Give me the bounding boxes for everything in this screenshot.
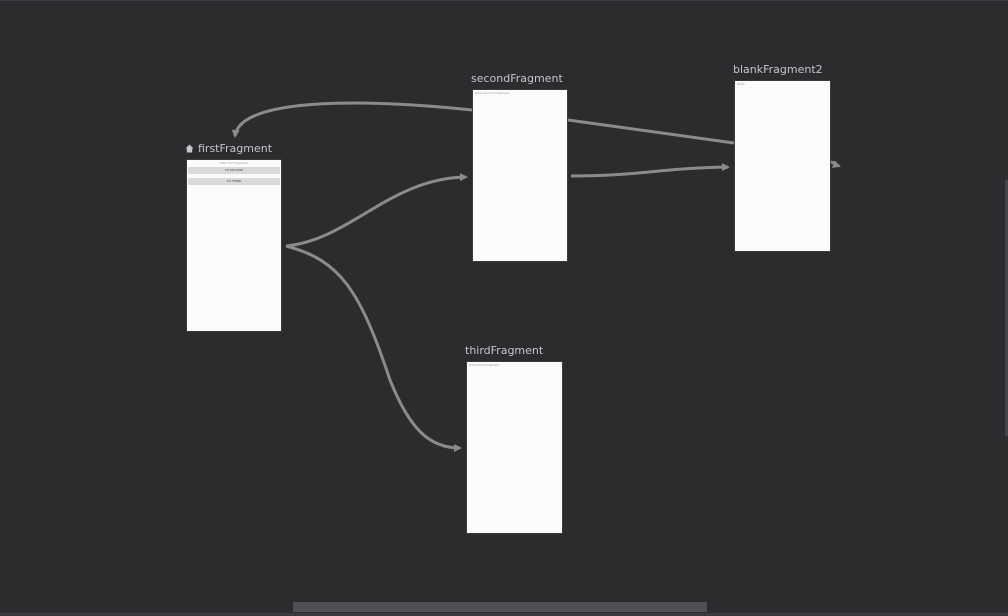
first-fragment-screen[interactable]: Hello first fragment TO SECOND TO THIRD xyxy=(187,160,281,331)
third-fragment-header-text: Hello third fragment xyxy=(469,363,500,367)
bottom-border xyxy=(0,613,1008,616)
third-fragment-title[interactable]: thirdFragment xyxy=(465,344,544,357)
action-second-to-first[interactable] xyxy=(231,101,473,138)
horizontal-scrollbar-thumb[interactable] xyxy=(293,602,707,612)
second-fragment-header-text: Hello second fragment xyxy=(475,91,510,95)
home-icon xyxy=(185,144,194,153)
blank-fragment2-screen[interactable]: Hello xyxy=(735,81,830,251)
to-third-button[interactable]: TO THIRD xyxy=(188,178,280,185)
action-first-to-second[interactable] xyxy=(285,173,468,248)
third-fragment-screen[interactable]: Hello third fragment xyxy=(467,362,562,533)
action-first-to-third[interactable] xyxy=(285,244,462,452)
blank-fragment2-title[interactable]: blankFragment2 xyxy=(733,63,823,76)
second-fragment-title[interactable]: secondFragment xyxy=(471,72,563,85)
blank-fragment2-header-text: Hello xyxy=(737,82,745,86)
top-border xyxy=(0,0,1008,1)
first-fragment-header-text: Hello first fragment xyxy=(219,161,249,165)
first-fragment-title-text: firstFragment xyxy=(198,142,273,155)
action-blank2-to-second[interactable] xyxy=(567,118,735,145)
first-fragment-title[interactable]: firstFragment xyxy=(185,142,272,156)
action-second-to-blank2[interactable] xyxy=(570,163,730,178)
action-blank2-exit[interactable] xyxy=(829,160,841,168)
vertical-scrollbar[interactable] xyxy=(1005,180,1008,436)
to-second-button[interactable]: TO SECOND xyxy=(188,167,280,174)
second-fragment-screen[interactable]: Hello second fragment xyxy=(473,90,567,261)
